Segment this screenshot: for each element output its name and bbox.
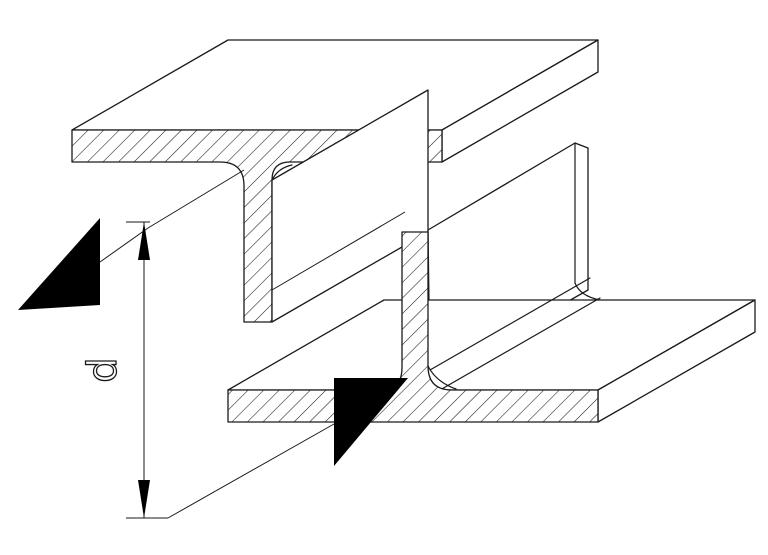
extension-line-bottom xyxy=(167,423,335,519)
lower-fillet-line-2 xyxy=(439,297,601,391)
upper-tee-section xyxy=(71,39,599,323)
section-marker-lower xyxy=(334,378,408,466)
extension-line-top-left xyxy=(99,227,149,263)
upper-web-side-face xyxy=(271,89,429,323)
lower-fillet-front xyxy=(427,365,457,390)
extension-line-web xyxy=(271,211,406,291)
section-marker-upper xyxy=(18,218,100,310)
lower-tee-section xyxy=(227,142,756,423)
upper-fillet-edge xyxy=(271,164,293,181)
dimension-arrow-top xyxy=(138,222,150,260)
extension-line-top xyxy=(147,169,245,229)
dimension-d: d xyxy=(79,221,168,519)
dimension-label: d xyxy=(80,357,126,382)
lower-fillet-line-1 xyxy=(429,277,591,371)
dimension-arrow-bottom xyxy=(138,480,150,518)
